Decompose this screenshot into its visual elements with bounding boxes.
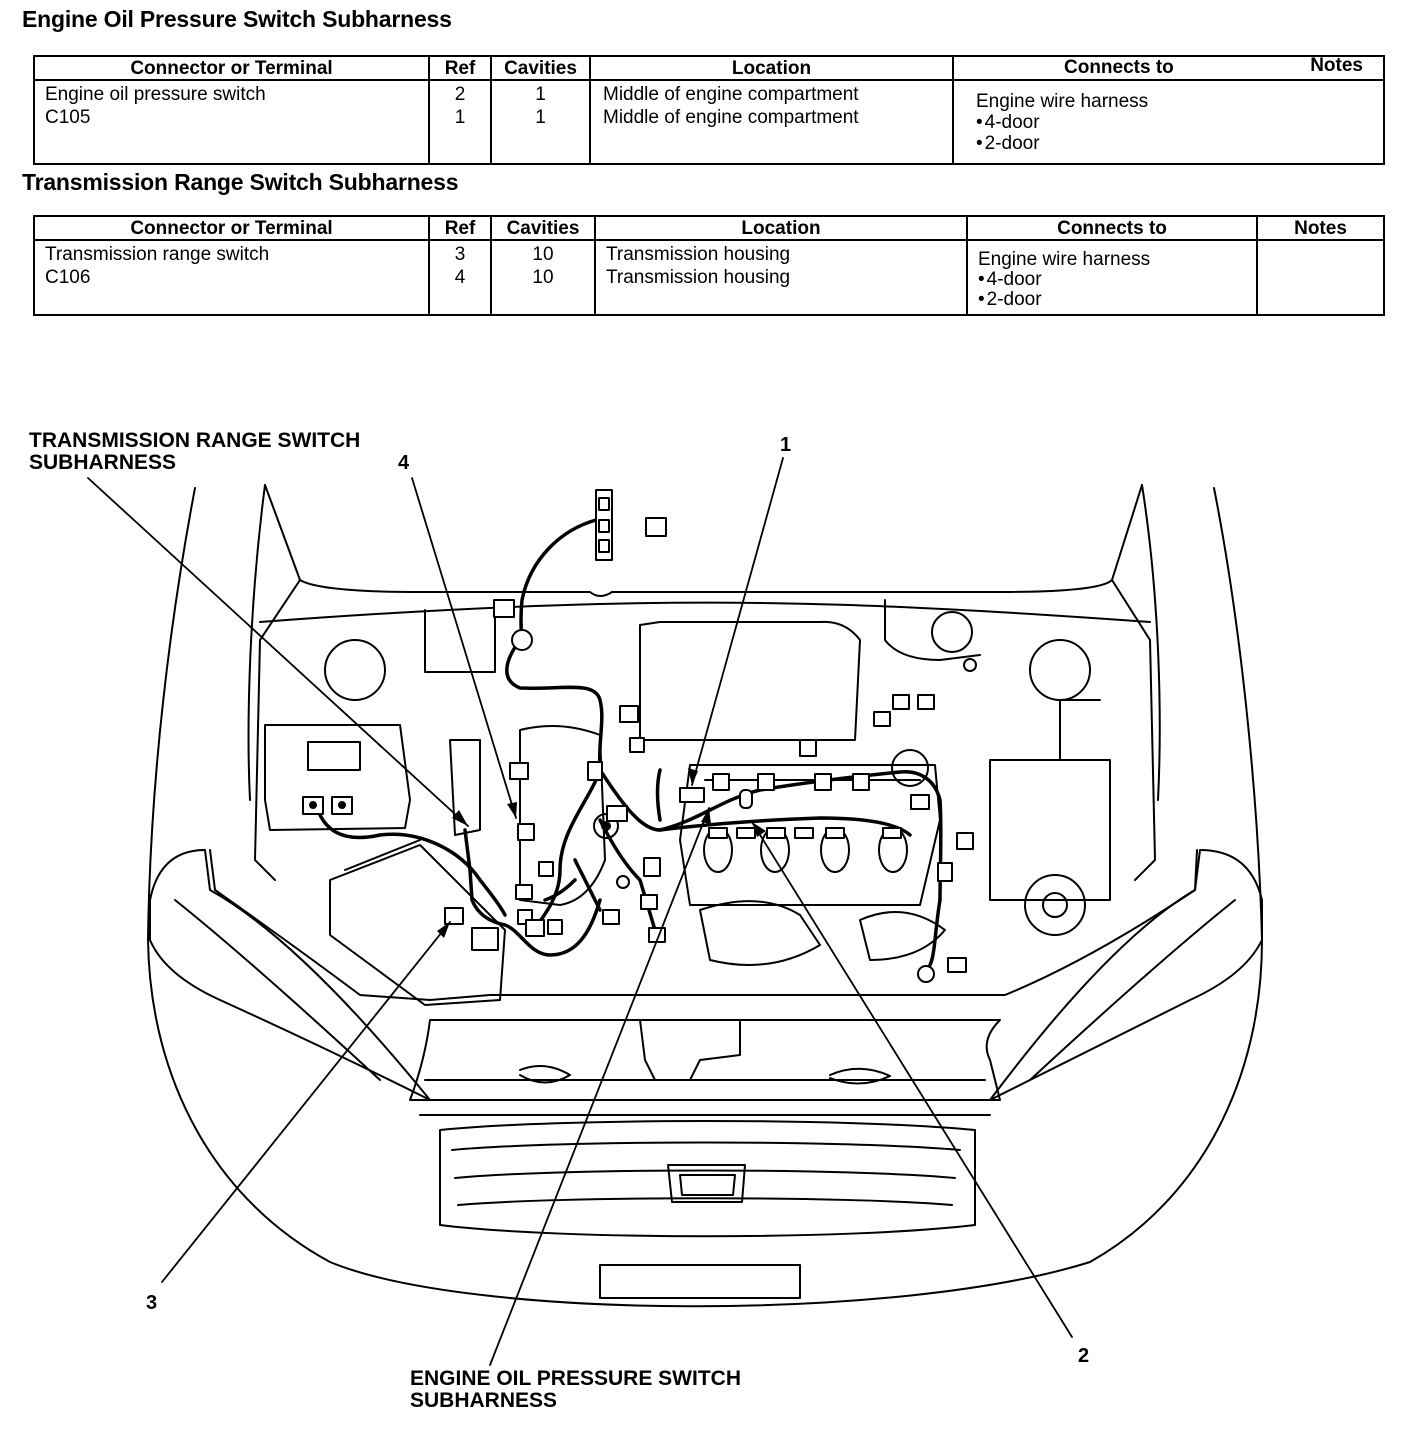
section-title-transmission-range: Transmission Range Switch Subharness — [22, 169, 459, 195]
ref-value: 2 — [454, 84, 466, 105]
callout-1: 1 — [780, 434, 792, 456]
cell-connects-to: Engine wire harness 4-door 2-door — [952, 80, 1384, 164]
cavities-value: 10 — [532, 267, 554, 288]
col-header-location: Location — [594, 216, 967, 241]
transmission-connector-table: Connector or Terminal Ref Cavities Locat… — [33, 215, 1385, 316]
col-header-connects-to: Connects to — [966, 216, 1257, 241]
col-header-connector: Connector or Terminal — [34, 56, 429, 81]
connector-name: Engine oil pressure switch — [45, 84, 266, 105]
location-value: Transmission housing — [606, 244, 791, 265]
section-title-oil-pressure: Engine Oil Pressure Switch Subharness — [22, 6, 452, 32]
connects-to-item: 2-door — [976, 133, 1377, 154]
headlights — [149, 849, 1263, 1101]
connects-to-item: 2-door — [978, 290, 1250, 310]
cell-cavities: 10 10 — [490, 240, 595, 315]
cell-ref: 2 1 — [428, 80, 491, 164]
leader-arrowheads — [437, 768, 766, 938]
location-value: Transmission housing — [606, 267, 791, 288]
battery-area — [264, 724, 506, 1006]
col-header-notes: Notes — [1310, 55, 1363, 76]
cell-location: Middle of engine compartment Middle of e… — [589, 80, 953, 164]
ref-value: 1 — [454, 107, 466, 128]
col-header-connects-to: Connects to — [1064, 57, 1174, 78]
callout-4: 4 — [398, 452, 410, 474]
right-components — [989, 699, 1111, 936]
col-header-ref: Ref — [428, 56, 491, 81]
connects-to-title: Engine wire harness — [978, 249, 1151, 270]
col-header-location: Location — [589, 56, 953, 81]
leader-lines — [87, 457, 1073, 1366]
location-value: Middle of engine compartment — [603, 84, 859, 105]
label-line: SUBHARNESS — [29, 451, 177, 474]
col-header-cavities: Cavities — [490, 56, 590, 81]
table-row: Transmission range switch C106 3 4 10 10… — [34, 240, 1384, 315]
col-header-ref: Ref — [428, 216, 491, 241]
label-line: ENGINE OIL PRESSURE SWITCH — [410, 1367, 741, 1390]
connects-to-item: 4-door — [976, 112, 1377, 133]
cell-connector: Engine oil pressure switch C105 — [34, 80, 429, 164]
firewall — [259, 599, 1151, 741]
callout-2: 2 — [1078, 1345, 1090, 1367]
connectors — [444, 489, 974, 983]
cell-connects-to: Engine wire harness 4-door 2-door — [966, 240, 1257, 315]
col-header-cavities: Cavities — [490, 216, 595, 241]
connector-name: Transmission range switch — [45, 244, 270, 265]
col-header-connector: Connector or Terminal — [34, 216, 429, 241]
car-body-outline — [147, 484, 1263, 1308]
cavities-value: 1 — [535, 107, 546, 128]
cell-notes — [1256, 240, 1384, 315]
cavities-value: 10 — [532, 244, 554, 265]
label-line: SUBHARNESS — [410, 1389, 558, 1412]
ref-value: 3 — [454, 244, 466, 265]
col-header-notes: Notes — [1256, 216, 1384, 241]
engine-block — [449, 725, 946, 966]
oil-pressure-subharness-label: ENGINE OIL PRESSURE SWITCH SUBHARNESS — [410, 1368, 741, 1412]
callout-3: 3 — [146, 1292, 158, 1314]
ref-value: 4 — [454, 267, 466, 288]
front-end — [209, 849, 1198, 1299]
connects-to-title: Engine wire harness — [976, 91, 1149, 112]
cell-location: Transmission housing Transmission housin… — [594, 240, 967, 315]
cavities-value: 1 — [535, 84, 546, 105]
connector-name: C105 — [45, 107, 91, 128]
table-header-row: Connector or Terminal Ref Cavities Locat… — [34, 216, 1384, 241]
label-line: TRANSMISSION RANGE SWITCH — [29, 429, 361, 452]
connects-to-item: 4-door — [978, 270, 1250, 290]
location-value: Middle of engine compartment — [603, 107, 859, 128]
table-row: Engine oil pressure switch C105 2 1 1 1 … — [34, 80, 1384, 164]
cell-ref: 3 4 — [428, 240, 491, 315]
cell-cavities: 1 1 — [490, 80, 590, 164]
cell-connector: Transmission range switch C106 — [34, 240, 429, 315]
oil-pressure-connector-table: Connector or Terminal Ref Cavities Locat… — [33, 55, 1385, 165]
connector-name: C106 — [45, 267, 91, 288]
col-header-connects-notes: Connects to Notes — [952, 55, 1384, 81]
transmission-subharness-label: TRANSMISSION RANGE SWITCH SUBHARNESS — [29, 430, 360, 474]
table-header-row: Connector or Terminal Ref Cavities Locat… — [34, 55, 1384, 81]
